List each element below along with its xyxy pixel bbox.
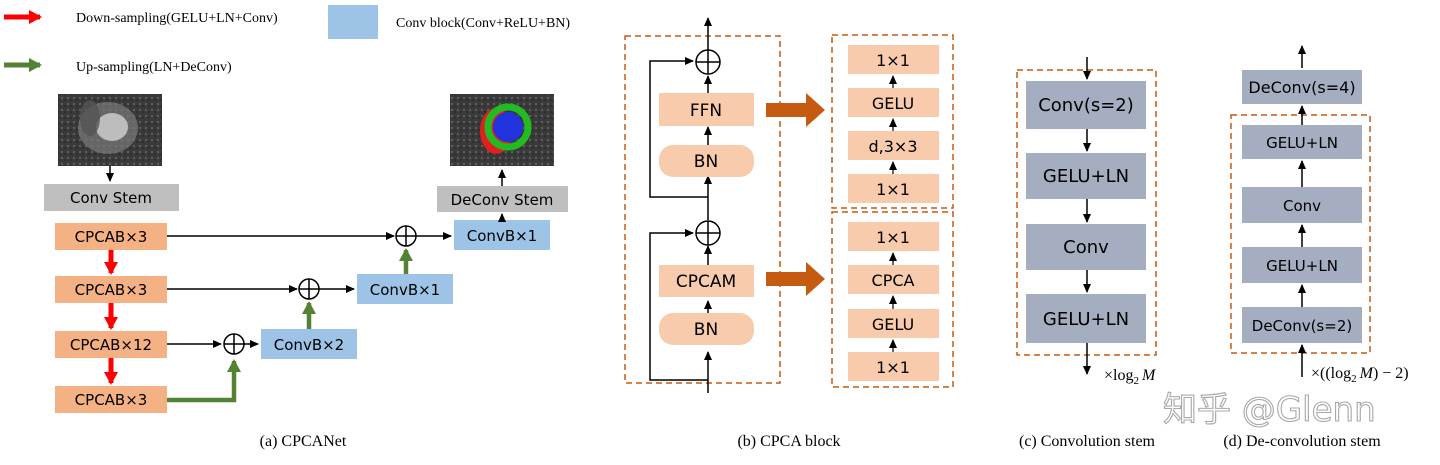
up-sampling-arrow — [167, 359, 241, 403]
deconv-stem-step — [1242, 125, 1362, 159]
encoder-block — [55, 223, 167, 250]
ffn-detail-label: 1×1 — [876, 51, 910, 70]
deconv-stem-frame — [1230, 114, 1371, 354]
ffn-detail-label: 1×1 — [876, 180, 910, 199]
encoder-label: CPCAB×3 — [75, 281, 148, 299]
input-mri-image — [58, 94, 162, 166]
ffn-detail-block — [848, 174, 939, 203]
panel-d-caption: (d) De-convolution stem — [1223, 433, 1381, 450]
deconv-stem-label: DeConv Stem — [451, 191, 554, 209]
bn-label: BN — [694, 320, 718, 340]
ffn-detail-frame — [831, 34, 954, 209]
conv-stem-label: Conv Stem — [70, 189, 152, 207]
encoder-block — [55, 276, 167, 303]
expand-arrow — [766, 93, 825, 127]
decoder-label: ConvB×2 — [274, 336, 344, 354]
ffn-detail-block — [848, 88, 939, 117]
legend-conv-block-label: Conv block(Conv+ReLU+BN) — [396, 16, 570, 31]
encoder-label: CPCAB×12 — [70, 336, 152, 354]
ffn-detail-label: GELU — [872, 94, 914, 113]
bn-label: BN — [694, 152, 718, 172]
encoder-label: CPCAB×3 — [75, 391, 148, 409]
deconv-stem-top-label: DeConv(s=4) — [1248, 78, 1355, 97]
cpcam-detail-label: GELU — [872, 315, 914, 334]
conv-stem-step-label: GELU+LN — [1043, 309, 1129, 330]
panel-b-caption: (b) CPCA block — [737, 433, 840, 450]
deconv-stem-block — [437, 186, 568, 212]
deconv-stem-step — [1242, 187, 1362, 223]
deconv-stem-top-block — [1242, 70, 1362, 104]
decoder-label: ConvB×1 — [467, 227, 537, 245]
deconv-stem-step-label: DeConv(s=2) — [1252, 317, 1352, 335]
deconv-stem-step-label: GELU+LN — [1266, 134, 1338, 152]
conv-stem-step-label: Conv(s=2) — [1038, 95, 1134, 116]
panel-b-cpca-block: FFN BN CPCAM BN 1×1 GELU d,3×3 1×1 1×1 C… — [624, 17, 954, 450]
conv-stem-step — [1026, 81, 1146, 129]
ffn-detail-block — [848, 131, 939, 160]
panel-c-caption: (c) Convolution stem — [1019, 433, 1156, 450]
cpcam-detail-label: CPCA — [872, 271, 915, 290]
cpcam-detail-frame — [831, 211, 954, 388]
output-segmentation-image — [450, 94, 554, 166]
ffn-block — [659, 93, 754, 126]
panel-d-deconvolution-stem: DeConv(s=4) GELU+LN Conv GELU+LN DeConv(… — [1223, 45, 1409, 450]
decoder-label: ConvB×1 — [370, 281, 440, 299]
cpcam-detail-label: 1×1 — [876, 228, 910, 247]
conv-stem-step — [1026, 294, 1146, 343]
bn-block — [659, 145, 754, 177]
deconv-stem-step — [1242, 247, 1362, 283]
decoder-block — [454, 220, 550, 250]
cpca-block-frame — [624, 35, 781, 384]
bn-block — [659, 313, 754, 345]
legend: Down-sampling(GELU+LN+Conv) Up-sampling(… — [4, 5, 570, 75]
ffn-detail-label: d,3×3 — [868, 137, 917, 156]
decoder-block — [261, 329, 357, 359]
conv-stem-step — [1026, 224, 1146, 270]
ffn-detail-block — [848, 45, 939, 74]
conv-stem-block — [44, 184, 179, 211]
decoder-block — [357, 274, 453, 304]
add-node — [695, 49, 721, 75]
ffn-label: FFN — [690, 101, 722, 121]
cpcam-detail-label: 1×1 — [876, 358, 910, 377]
conv-stem-step-label: GELU+LN — [1043, 166, 1129, 187]
add-node — [695, 220, 721, 246]
legend-up-label: Up-sampling(LN+DeConv) — [76, 60, 232, 75]
legend-conv-block-swatch — [328, 5, 378, 39]
cpcam-detail-block — [848, 309, 939, 338]
deconv-stem-step-label: GELU+LN — [1266, 257, 1338, 275]
cpcam-detail-block — [848, 265, 939, 294]
deconv-stem-step-label: Conv — [1283, 197, 1321, 215]
cpcam-label: CPCAM — [676, 272, 736, 292]
add-node — [298, 278, 320, 300]
watermark: 知乎 @Glenn — [1163, 390, 1376, 430]
add-node — [223, 333, 245, 355]
legend-down-label: Down-sampling(GELU+LN+Conv) — [76, 11, 278, 26]
encoder-block — [55, 331, 167, 358]
panel-a-cpcanet: Conv Stem CPCAB×3 CPCAB×3 CPCAB×12 CPCAB… — [44, 94, 568, 450]
encoder-block — [55, 386, 167, 413]
cpcam-detail-block — [848, 222, 939, 251]
conv-stem-step — [1026, 153, 1146, 199]
conv-stem-step-label: Conv — [1063, 237, 1109, 258]
deconv-stem-step — [1242, 307, 1362, 343]
add-node — [395, 225, 417, 247]
expand-arrow — [766, 262, 825, 296]
cpcam-block — [659, 265, 754, 297]
cpcam-detail-block — [848, 352, 939, 381]
encoder-label: CPCAB×3 — [75, 228, 148, 246]
panel-a-caption: (a) CPCANet — [260, 433, 347, 450]
